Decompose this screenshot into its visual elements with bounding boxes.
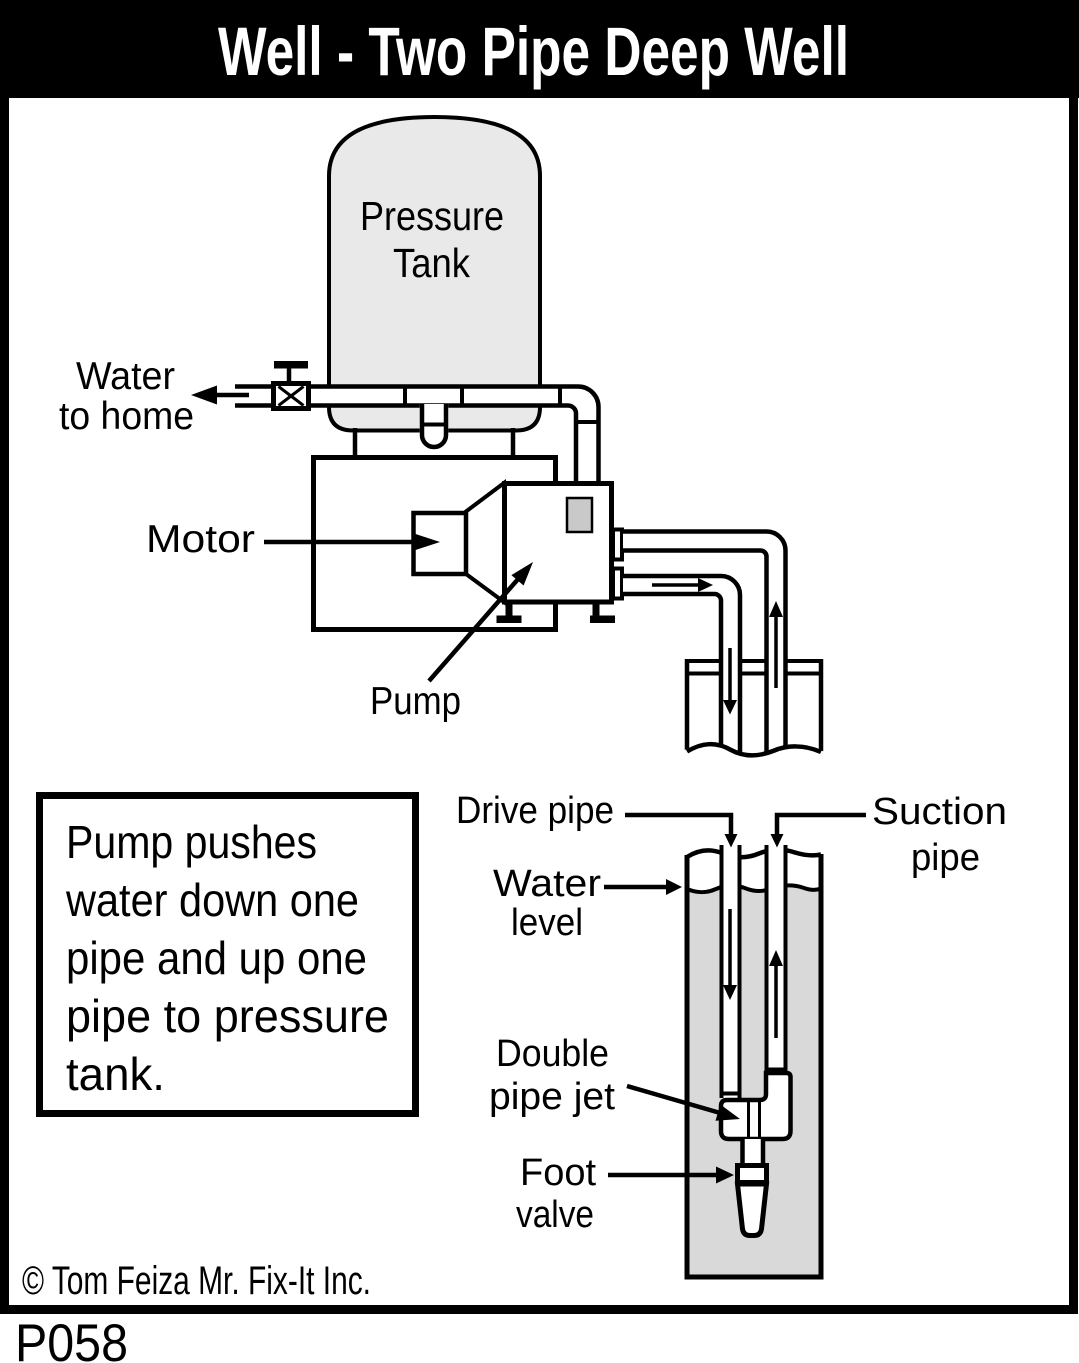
svg-text:Water: Water — [493, 863, 601, 905]
svg-text:valve: valve — [516, 1194, 594, 1236]
svg-text:Suction: Suction — [872, 791, 1007, 833]
svg-text:Tank: Tank — [393, 240, 470, 286]
svg-text:© Tom Feiza Mr. Fix-It Inc.: © Tom Feiza Mr. Fix-It Inc. — [22, 1259, 371, 1303]
svg-text:pipe jet: pipe jet — [489, 1076, 615, 1118]
svg-text:pipe and up one: pipe and up one — [66, 932, 367, 984]
svg-text:Pump: Pump — [370, 680, 461, 723]
svg-text:Drive pipe: Drive pipe — [456, 790, 614, 832]
svg-text:pipe: pipe — [911, 837, 980, 879]
svg-text:tank.: tank. — [66, 1048, 165, 1100]
svg-text:Pressure: Pressure — [360, 193, 504, 239]
svg-text:level: level — [511, 902, 583, 944]
svg-text:Well - Two Pipe Deep Well: Well - Two Pipe Deep Well — [218, 13, 849, 90]
svg-text:Double: Double — [496, 1033, 609, 1075]
svg-text:Foot: Foot — [520, 1152, 596, 1194]
svg-text:water down one: water down one — [65, 874, 359, 926]
svg-text:to home: to home — [59, 395, 194, 438]
svg-text:Pump pushes: Pump pushes — [66, 816, 317, 868]
svg-text:Water: Water — [76, 355, 175, 398]
svg-text:Motor: Motor — [146, 518, 255, 561]
svg-text:pipe to pressure: pipe to pressure — [66, 990, 389, 1042]
svg-text:P058: P058 — [15, 1314, 128, 1363]
